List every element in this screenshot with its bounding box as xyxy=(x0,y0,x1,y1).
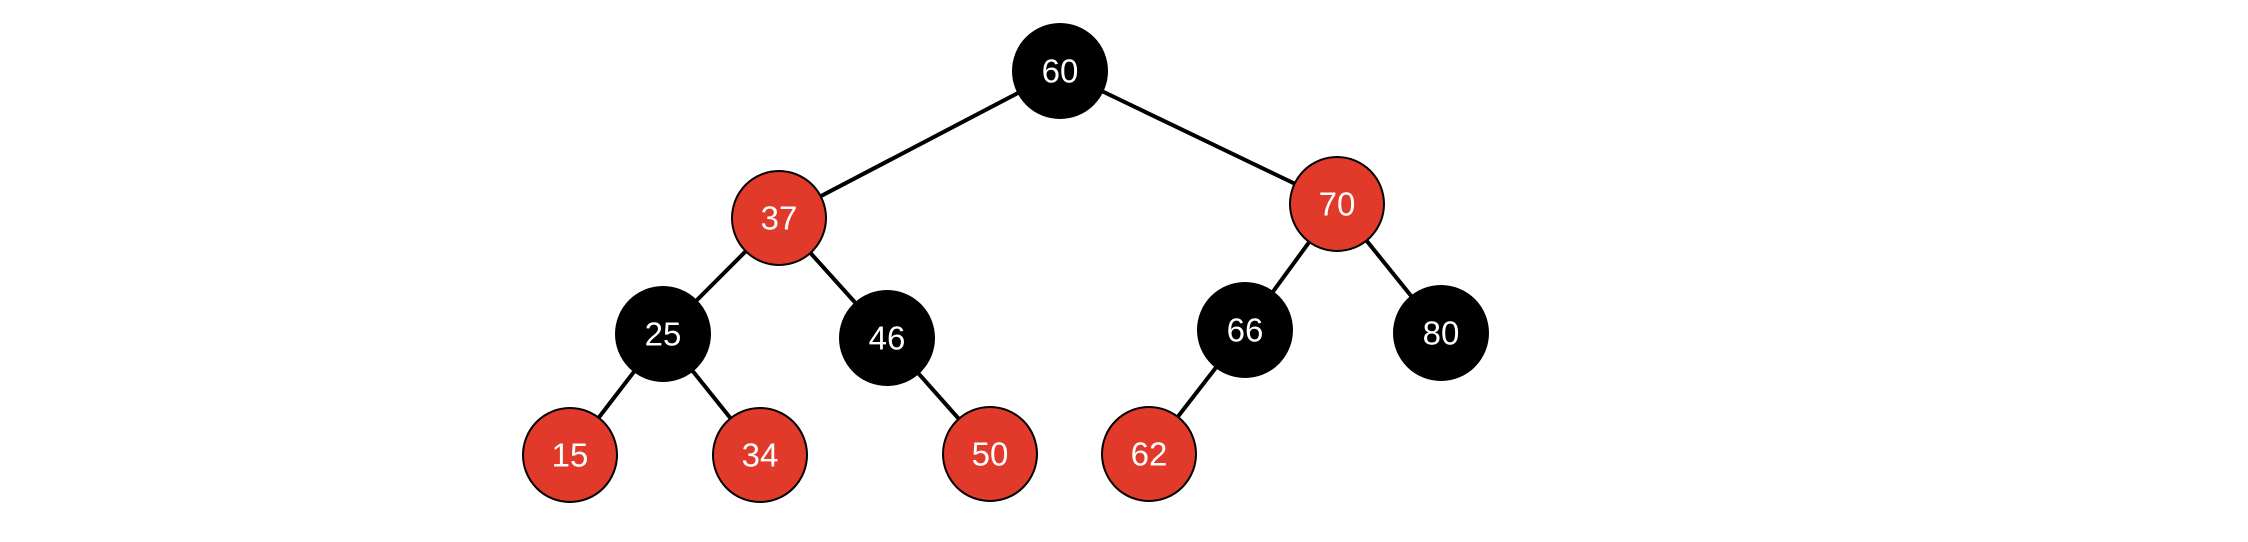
tree-nodes-layer: 60 37 70 25 46 66 80 15 34 50 62 xyxy=(522,23,1489,503)
node-circle-red xyxy=(942,406,1038,502)
node-circle-black xyxy=(839,290,935,386)
node-circle-red xyxy=(522,407,618,503)
node-circle-black xyxy=(1393,285,1489,381)
tree-node-66: 66 xyxy=(1197,282,1293,378)
tree-node-50: 50 xyxy=(942,406,1038,502)
tree-node-46: 46 xyxy=(839,290,935,386)
node-circle-black xyxy=(615,286,711,382)
tree-node-60: 60 xyxy=(1012,23,1108,119)
node-circle-black xyxy=(1197,282,1293,378)
node-circle-red xyxy=(1289,156,1385,252)
node-circle-red xyxy=(712,407,808,503)
tree-edge-60-37 xyxy=(778,69,1061,220)
tree-node-70: 70 xyxy=(1289,156,1385,252)
tree-edges-layer xyxy=(568,69,1443,457)
tree-node-25: 25 xyxy=(615,286,711,382)
node-circle-red xyxy=(731,170,827,266)
tree-node-15: 15 xyxy=(522,407,618,503)
tree-node-62: 62 xyxy=(1101,406,1197,502)
tree-edge-60-70 xyxy=(1059,69,1338,206)
tree-node-34: 34 xyxy=(712,407,808,503)
node-circle-black xyxy=(1012,23,1108,119)
tree-node-37: 37 xyxy=(731,170,827,266)
node-circle-red xyxy=(1101,406,1197,502)
tree-node-80: 80 xyxy=(1393,285,1489,381)
